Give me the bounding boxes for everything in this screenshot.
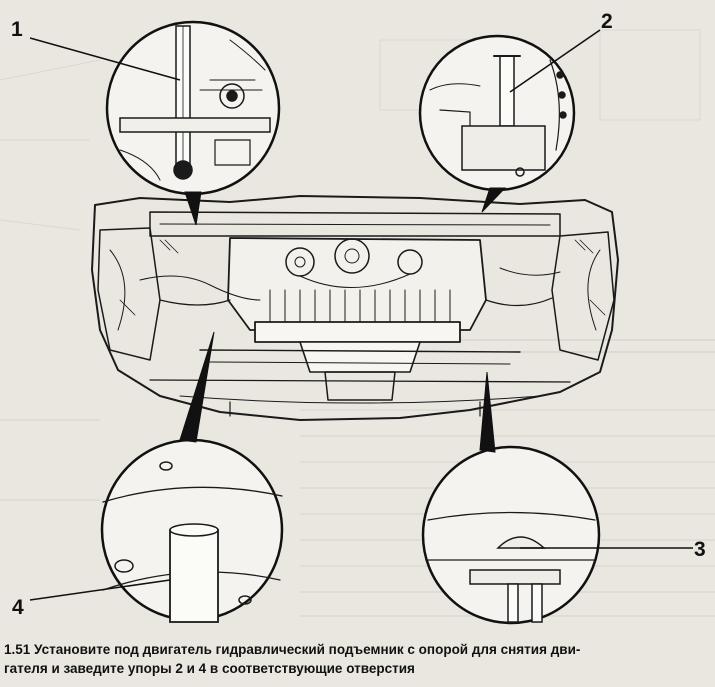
detail-circle-3 bbox=[421, 445, 601, 625]
connector-wedges bbox=[179, 187, 507, 453]
caption-line-2: гателя и заведите упоры 2 и 4 в соответс… bbox=[4, 661, 415, 676]
callout-3: 3 bbox=[694, 538, 706, 561]
callout-1: 1 bbox=[11, 18, 23, 41]
engine-bay-main-view bbox=[91, 195, 619, 421]
engine-hoist-illustration: 1 2 3 4 bbox=[0, 10, 715, 625]
detail-circle-2 bbox=[418, 34, 576, 192]
detail-circle-4 bbox=[100, 438, 284, 623]
figure-caption: 1.51 Установите под двигатель гидравличе… bbox=[4, 640, 710, 678]
caption-line-1: 1.51 Установите под двигатель гидравличе… bbox=[4, 642, 581, 657]
callout-4: 4 bbox=[12, 596, 24, 619]
callout-leader-lines bbox=[29, 29, 693, 601]
callout-2: 2 bbox=[601, 10, 613, 33]
detail-circle-1 bbox=[105, 20, 281, 196]
